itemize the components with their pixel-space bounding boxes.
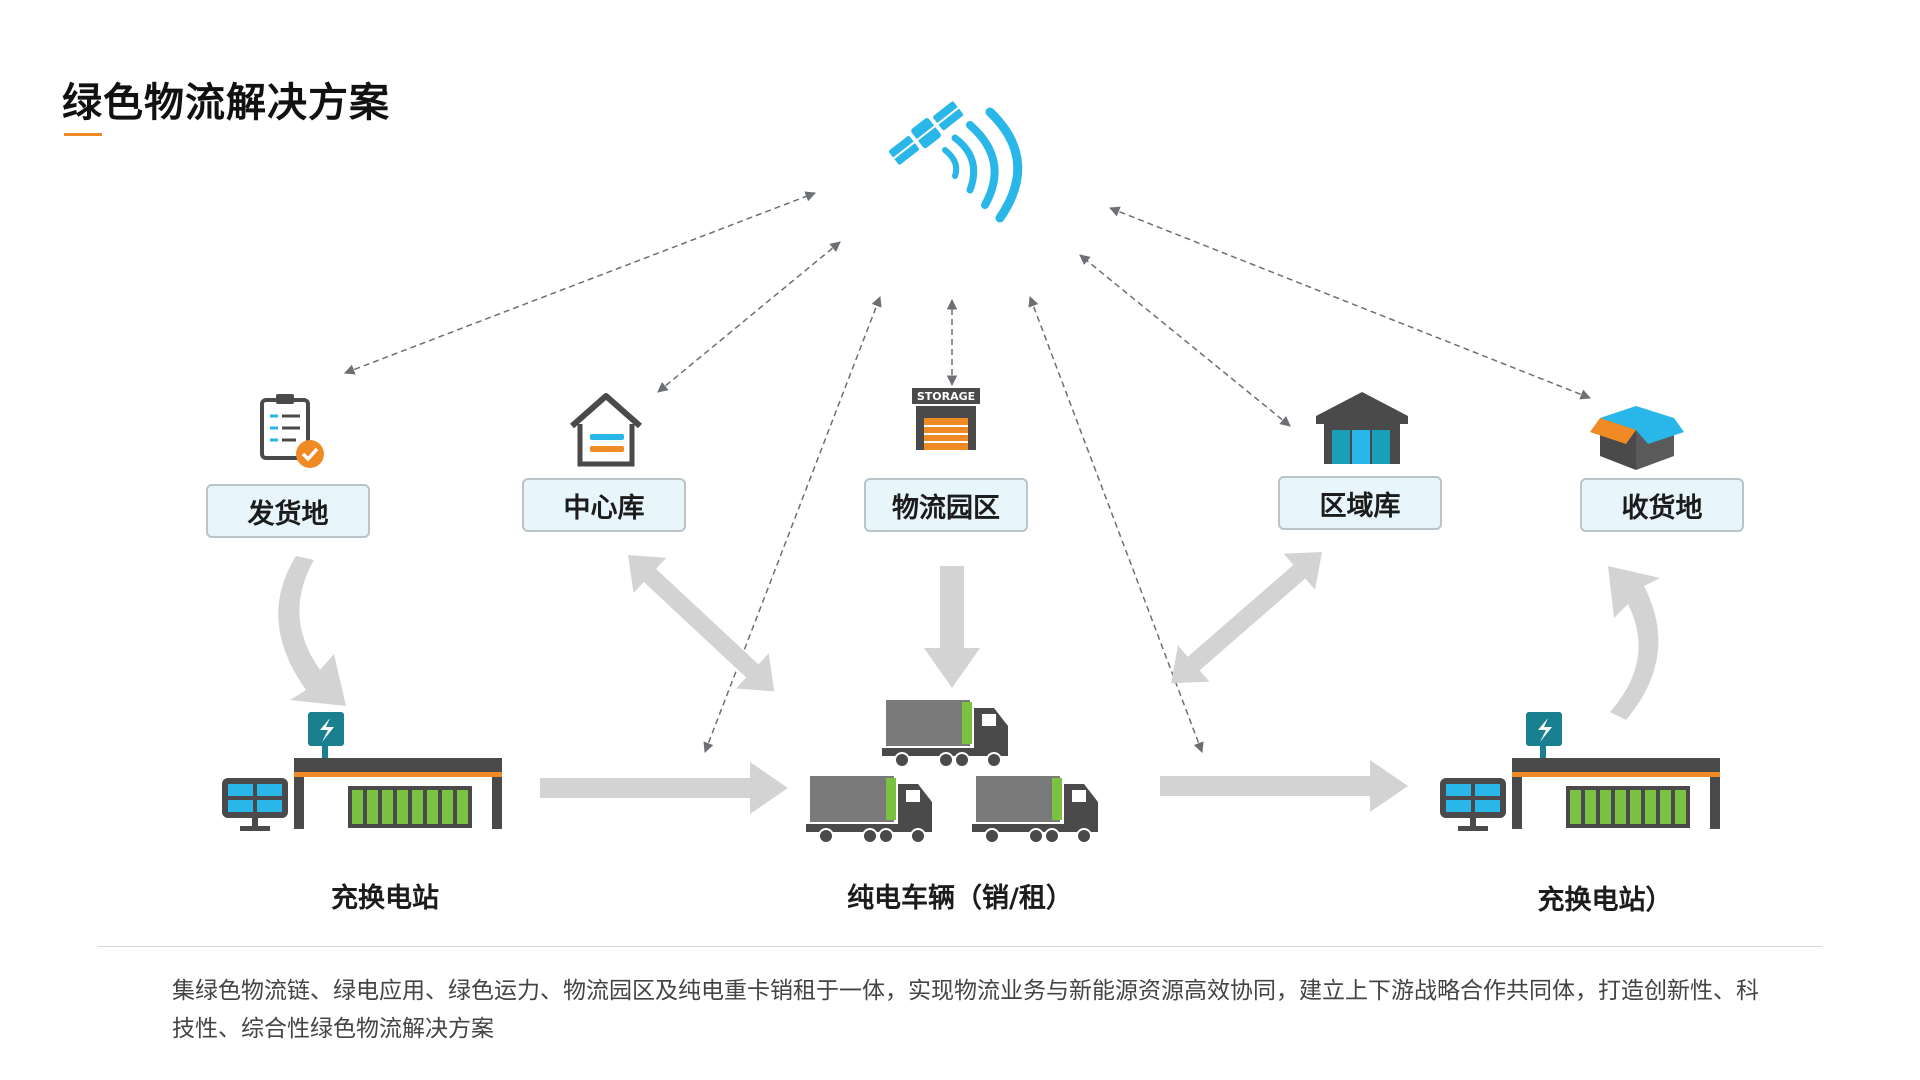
node-logistics-park: 物流园区 bbox=[864, 478, 1028, 532]
clipboard-icon bbox=[260, 394, 324, 468]
storage-icon: STORAGE bbox=[912, 388, 980, 450]
label-charging-station-left: 充换电站 bbox=[331, 883, 439, 914]
down-arrow-park bbox=[924, 566, 980, 688]
flow-arrows bbox=[278, 552, 1660, 814]
truck-icon-top bbox=[882, 700, 1008, 768]
arrow-station-to-vehicles bbox=[540, 762, 788, 814]
description-text: 集绿色物流链、绿电应用、绿色运力、物流园区及纯电重卡销租于一体，实现物流业务与新… bbox=[172, 978, 1759, 1042]
label-charging-station-right: 充换电站） bbox=[1537, 885, 1673, 916]
link-regional bbox=[1079, 254, 1291, 427]
truck-icon-right bbox=[972, 776, 1098, 844]
link-destination bbox=[1109, 206, 1591, 400]
node-regional-warehouse: 区域库 bbox=[1278, 476, 1442, 530]
double-arrow-regional bbox=[1171, 552, 1322, 684]
charging-station-left bbox=[222, 712, 502, 831]
charging-station-right bbox=[1440, 712, 1720, 831]
curve-arrow-left bbox=[278, 556, 346, 706]
package-box-icon bbox=[1590, 406, 1684, 470]
double-arrow-central bbox=[628, 555, 775, 692]
node-shipping-origin: 发货地 bbox=[206, 484, 370, 538]
label-electric-vehicles: 纯电车辆（销/租） bbox=[847, 883, 1073, 914]
regional-warehouse-icon bbox=[1316, 392, 1408, 464]
link-vehicles-left bbox=[703, 296, 882, 753]
satellite-icon bbox=[889, 101, 1023, 223]
link-origin bbox=[344, 191, 816, 375]
truck-icon-left bbox=[806, 776, 932, 844]
node-central-warehouse: 中心库 bbox=[522, 478, 686, 532]
divider-line bbox=[98, 946, 1822, 947]
node-destination: 收货地 bbox=[1580, 478, 1744, 532]
curve-arrow-right bbox=[1608, 566, 1660, 720]
link-vehicles-right bbox=[1028, 296, 1204, 753]
page-title: 绿色物流解决方案 bbox=[62, 80, 390, 126]
storage-sign-text: STORAGE bbox=[917, 390, 975, 403]
title-underline bbox=[64, 133, 102, 136]
dashed-links bbox=[344, 191, 1591, 753]
arrow-vehicles-to-station bbox=[1160, 760, 1408, 812]
link-central bbox=[657, 241, 841, 393]
warehouse-house-icon bbox=[570, 393, 642, 467]
